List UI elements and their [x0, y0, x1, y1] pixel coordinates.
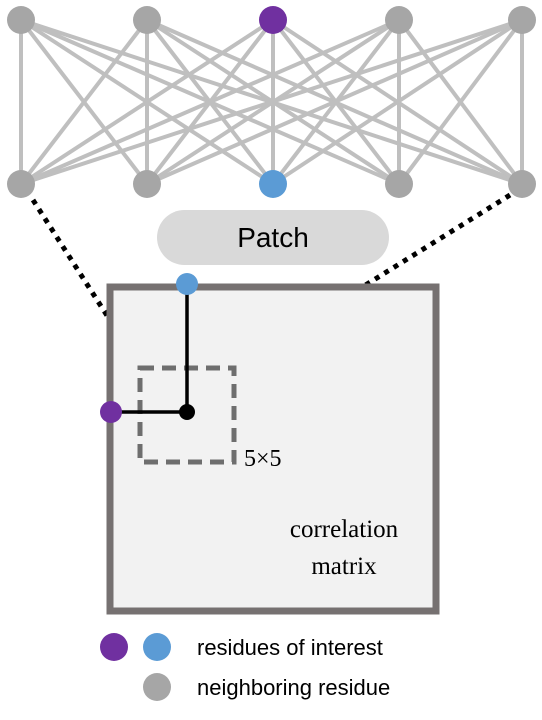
bottom-residue-node-of-interest — [259, 170, 287, 198]
network-edge — [20, 18, 400, 186]
bottom-residue-node — [385, 170, 413, 198]
bottom-residue-node — [7, 170, 35, 198]
legend-gray-dot — [143, 673, 171, 701]
legend-neighbor-label: neighboring residue — [197, 675, 390, 700]
network-edges — [19, 18, 524, 186]
top-residue-node — [7, 6, 35, 34]
window-size-label: 5×5 — [244, 446, 282, 472]
network-edge — [146, 18, 523, 186]
network-edge — [20, 18, 523, 186]
bottom-residue-node — [508, 170, 536, 198]
patch-pill: Patch — [157, 210, 389, 265]
matrix-cell-point — [179, 404, 195, 420]
network-edge — [19, 18, 275, 186]
top-residue-node — [133, 6, 161, 34]
purple-residue-marker — [100, 401, 122, 423]
legend-blue-dot — [143, 633, 171, 661]
network-edge — [397, 18, 524, 186]
network-nodes — [7, 6, 536, 198]
blue-residue-marker — [176, 273, 198, 295]
legend-purple-dot — [100, 633, 128, 661]
top-residue-node — [385, 6, 413, 34]
patch-label: Patch — [237, 222, 309, 253]
matrix-label-line-2: matrix — [311, 553, 377, 580]
legend-interest-label: residues of interest — [197, 635, 383, 660]
bottom-residue-node — [133, 170, 161, 198]
top-residue-node — [508, 6, 536, 34]
top-residue-node-of-interest — [259, 6, 287, 34]
network-edge — [19, 18, 149, 186]
correlation-matrix — [106, 283, 440, 615]
matrix-label-line-1: correlation — [290, 516, 399, 543]
patch-pill-shape — [157, 210, 389, 265]
legend: residues of interest neighboring residue — [100, 633, 390, 701]
network-edge — [271, 18, 524, 186]
